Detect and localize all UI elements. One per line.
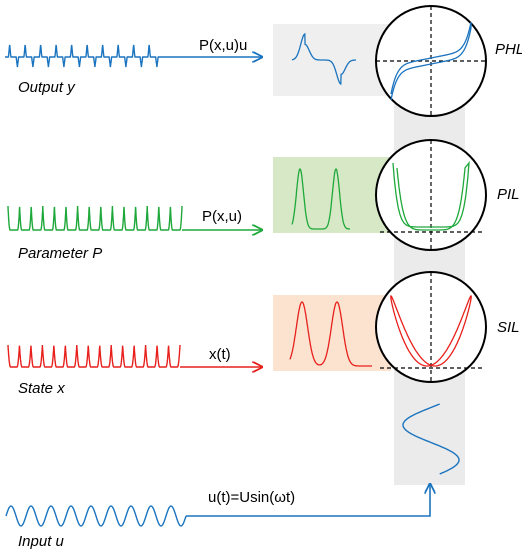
state-signal-trace bbox=[7, 344, 181, 368]
sil-label: SIL bbox=[497, 319, 520, 336]
input-vertical-sinusoid bbox=[402, 403, 460, 475]
phl-loop-plot bbox=[375, 5, 487, 117]
output-vs-time-waveform bbox=[291, 32, 356, 85]
state-vs-time-waveform bbox=[289, 301, 372, 367]
input-arrow bbox=[186, 484, 430, 517]
phl-hysteresis-curve bbox=[390, 21, 472, 101]
state-arrow-label: x(t) bbox=[209, 346, 231, 363]
state-panel bbox=[273, 295, 391, 371]
parameter-vs-time-waveform bbox=[291, 168, 350, 230]
parameter-signal-label: Parameter P bbox=[18, 245, 102, 262]
output-arrow-label: P(x,u)u bbox=[199, 37, 247, 54]
output-panel bbox=[273, 24, 391, 96]
input-arrow-label: u(t)=Usin(ωt) bbox=[208, 489, 295, 506]
input-signal-label: Input u bbox=[18, 533, 65, 550]
parameter-arrow-label: P(x,u) bbox=[202, 208, 242, 225]
state-signal-label: State x bbox=[18, 380, 65, 397]
parameter-signal-trace bbox=[7, 205, 183, 231]
pil-loop-plot bbox=[375, 139, 487, 251]
phl-label: PHL bbox=[495, 41, 522, 58]
sil-hysteresis-curve bbox=[390, 295, 472, 367]
output-signal-trace bbox=[5, 44, 160, 68]
output-signal-label: Output y bbox=[18, 79, 76, 96]
input-signal-trace bbox=[5, 505, 187, 527]
pil-label: PIL bbox=[497, 186, 520, 203]
pil-hysteresis-curve bbox=[392, 160, 470, 231]
sil-loop-plot bbox=[375, 271, 487, 383]
